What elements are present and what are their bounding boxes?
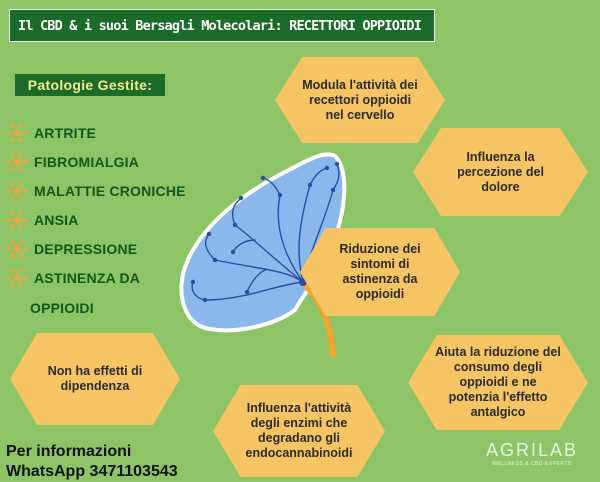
logo-tagline: WELLNESS & CBD EXPERTS xyxy=(492,461,572,467)
molecule-icon xyxy=(7,152,27,171)
list-item: DEPRESSIONE xyxy=(4,234,186,263)
neuron-icon xyxy=(179,152,347,358)
effect-text-3: Riduzione dei sintomi di astinenza da op… xyxy=(339,242,421,301)
effect-hexagon-4: Aiuta la riduzione del consumo degli opp… xyxy=(408,335,588,430)
list-item: ASTINENZA DA xyxy=(4,263,186,292)
effect-hexagon-2: Influenza la percezione del dolore xyxy=(413,128,588,216)
patologie-list: ARTRITE FIBROMIALGIA MALATTIE CRONICHE A… xyxy=(4,118,186,292)
effect-text-5: Influenza l'attività degli enzimi che de… xyxy=(245,401,353,460)
patologia-label: ANSIA xyxy=(34,211,79,228)
patologia-label: FIBROMIALGIA xyxy=(34,153,140,170)
patologia-label: ARTRITE xyxy=(34,124,97,141)
logo-name: AGRILAB xyxy=(485,440,579,460)
effect-hexagon-1: Modula l'attività dei recettori oppioidi… xyxy=(275,57,445,143)
page-title: Il CBD & i suoi Bersagli Molecolari: REC… xyxy=(18,17,422,34)
patologia-label: ASTINENZA DA xyxy=(34,269,141,286)
effect-text-1: Modula l'attività dei recettori oppioidi… xyxy=(302,77,418,122)
patologie-heading-banner: Patologie Gestite: xyxy=(15,74,165,96)
brand-logo: AGRILAB WELLNESS & CBD EXPERTS xyxy=(472,440,592,467)
list-item: ARTRITE xyxy=(4,118,186,147)
effect-text-2: Influenza la percezione del dolore xyxy=(457,149,544,194)
contact-info: Per informazioni WhatsApp 3471103543 xyxy=(6,442,178,482)
effect-hexagon-3: Riduzione dei sintomi di astinenza da op… xyxy=(300,228,460,316)
molecule-icon xyxy=(7,239,27,258)
list-item: FIBROMIALGIA xyxy=(4,147,186,176)
effect-hexagon-6: Non ha effetti di dipendenza xyxy=(10,333,180,425)
contact-line-1: Per informazioni xyxy=(6,443,132,460)
patologie-heading: Patologie Gestite: xyxy=(27,77,153,93)
list-item: ANSIA xyxy=(4,205,186,234)
contact-phone: WhatsApp 3471103543 xyxy=(6,463,178,480)
effect-text-4: Aiuta la riduzione del consumo degli opp… xyxy=(435,345,561,419)
molecule-icon xyxy=(7,181,27,200)
effect-hexagon-5: Influenza l'attività degli enzimi che de… xyxy=(213,385,385,477)
title-banner: Il CBD & i suoi Bersagli Molecolari: REC… xyxy=(9,9,435,42)
molecule-icon xyxy=(7,123,27,142)
patologia-label: DEPRESSIONE xyxy=(34,240,138,257)
list-item: MALATTIE CRONICHE xyxy=(4,176,186,205)
effect-text-6: Non ha effetti di dipendenza xyxy=(47,364,143,393)
patologia-label-continuation: OPPIOIDI xyxy=(30,300,94,316)
molecule-icon xyxy=(7,268,27,287)
molecule-icon xyxy=(7,210,27,229)
patologia-label: MALATTIE CRONICHE xyxy=(34,182,186,199)
